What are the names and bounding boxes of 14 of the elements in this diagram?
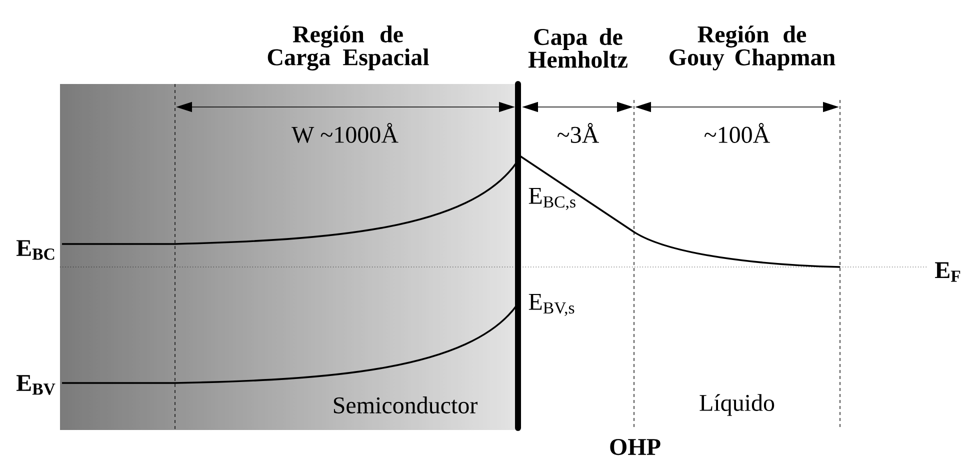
energy-level-label: E$_{F}$ — [935, 262, 960, 282]
energy-level-label: E$_{BC}$ — [16, 240, 54, 260]
region-heading: Región de Carga Espacial — [268, 26, 429, 70]
dimension-label: W ~1000Å — [292, 123, 398, 144]
energy-level-label: E$_{BV,s}$ — [528, 294, 574, 316]
energy-level-label: E$_{BV}$ — [16, 375, 56, 395]
ohp-label: OHP — [610, 438, 660, 456]
dimension-label: ~100Å — [704, 123, 770, 143]
energy-level-label: E$_{BC,s}$ — [528, 188, 576, 210]
region-heading: Región de Gouy Chapman — [670, 26, 836, 70]
dimension-label: ~3Å — [558, 123, 599, 143]
region-label: Semiconductor — [334, 396, 478, 414]
region-heading: Capa de Hemholtz — [528, 28, 628, 68]
region-label: Líquido — [700, 394, 774, 416]
